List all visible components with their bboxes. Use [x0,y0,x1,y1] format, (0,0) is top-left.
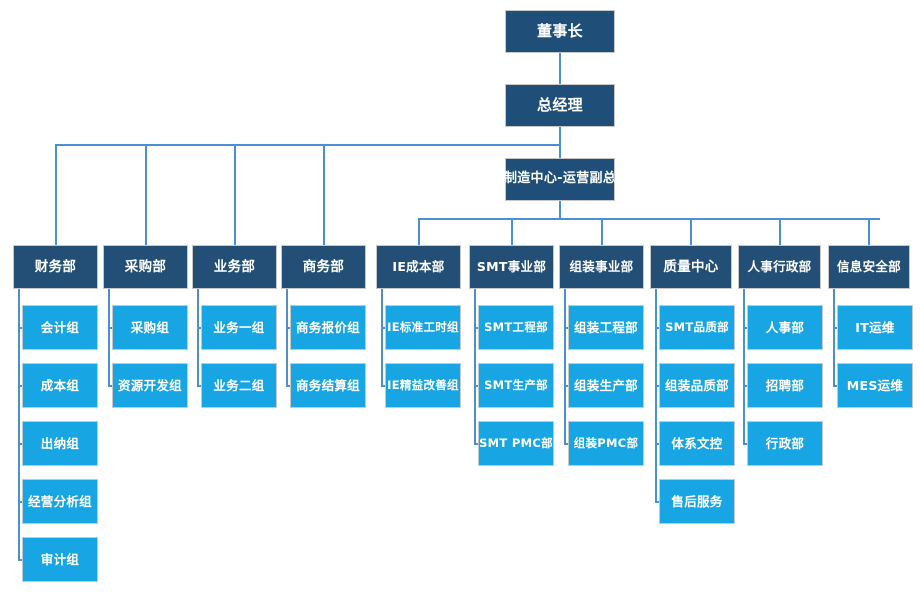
team-node-7-3[interactable]: 售后服务 [659,479,735,524]
connector-dept-drop-6 [600,218,603,245]
team-node-8-0[interactable]: 人事部 [747,305,823,350]
connector-team-stub-1-1 [108,384,112,387]
connector-team-stub-7-0 [655,326,659,329]
department-node-4[interactable]: IE成本部 [376,245,461,289]
connector-dept-drop-8 [778,218,781,245]
connector-team-stub-9-1 [833,384,837,387]
team-node-5-0[interactable]: SMT工程部 [478,305,554,350]
connector-team-spine-5 [474,289,476,444]
connector-team-stub-5-2 [474,442,478,445]
team-node-4-1[interactable]: IE精益改善组 [385,363,461,408]
team-node-6-2[interactable]: 组装PMC部 [568,421,644,466]
connector-mfg-bus [418,218,880,220]
department-node-0[interactable]: 财务部 [13,245,98,289]
executive-node-2[interactable]: 制造中心-运营副总 [504,158,616,201]
connector-dept-drop-9 [868,218,870,245]
connector-chairman-gm [559,53,561,84]
connector-team-stub-2-1 [197,384,201,387]
team-node-7-1[interactable]: 组装品质部 [659,363,735,408]
connector-team-spine-3 [286,289,288,386]
connector-team-stub-6-0 [564,326,568,329]
connector-team-stub-3-1 [286,384,290,387]
connector-team-stub-7-1 [655,384,659,387]
team-node-2-1[interactable]: 业务二组 [201,363,277,408]
connector-dept-drop-4 [417,218,420,245]
connector-team-spine-2 [197,289,199,386]
connector-team-stub-9-0 [833,326,837,329]
team-node-6-0[interactable]: 组装工程部 [568,305,644,350]
team-node-6-1[interactable]: 组装生产部 [568,363,644,408]
connector-team-spine-4 [381,289,383,386]
team-node-5-1[interactable]: SMT生产部 [478,363,554,408]
connector-dept-drop-1 [144,144,147,245]
department-node-6[interactable]: 组装事业部 [559,245,644,289]
connector-dept-drop-7 [690,218,692,245]
executive-node-1[interactable]: 总经理 [505,84,615,127]
connector-dept-drop-0 [54,144,57,245]
department-node-8[interactable]: 人事行政部 [738,245,821,289]
department-node-2[interactable]: 业务部 [192,245,277,289]
connector-team-stub-4-0 [381,326,385,329]
connector-team-stub-8-1 [743,384,747,387]
connector-team-stub-0-4 [18,558,22,561]
connector-bus-mfg [559,144,561,158]
team-node-2-0[interactable]: 业务一组 [201,305,277,350]
connector-team-stub-1-0 [108,326,112,329]
team-node-0-0[interactable]: 会计组 [22,305,98,350]
team-node-8-2[interactable]: 行政部 [747,421,823,466]
team-node-9-0[interactable]: IT运维 [837,305,913,350]
team-node-0-3[interactable]: 经营分析组 [22,479,98,524]
connector-mfg-drop [559,201,561,218]
connector-team-stub-0-0 [18,326,22,329]
team-node-8-1[interactable]: 招聘部 [747,363,823,408]
connector-team-stub-0-1 [18,384,22,387]
connector-team-spine-7 [655,289,657,502]
connector-team-stub-0-3 [18,500,22,503]
connector-admin-bus [55,144,560,146]
connector-team-stub-4-1 [381,384,385,387]
team-node-0-2[interactable]: 出纳组 [22,421,98,466]
connector-team-stub-8-0 [743,326,747,329]
department-node-7[interactable]: 质量中心 [650,245,732,289]
connector-team-stub-0-2 [18,442,22,445]
team-node-0-1[interactable]: 成本组 [22,363,98,408]
connector-dept-drop-3 [322,144,325,245]
connector-team-spine-9 [833,289,835,386]
department-node-3[interactable]: 商务部 [281,245,366,289]
connector-team-stub-5-1 [474,384,478,387]
executive-node-0[interactable]: 董事长 [505,10,615,53]
department-node-5[interactable]: SMT事业部 [469,245,554,289]
connector-dept-drop-5 [510,218,513,245]
connector-gm-bus [559,127,561,144]
team-node-3-0[interactable]: 商务报价组 [290,305,366,350]
connector-team-stub-5-0 [474,326,478,329]
department-node-9[interactable]: 信息安全部 [828,245,910,289]
connector-team-stub-6-2 [564,442,568,445]
team-node-5-2[interactable]: SMT PMC部 [478,421,554,466]
team-node-0-4[interactable]: 审计组 [22,537,98,582]
connector-team-stub-3-0 [286,326,290,329]
connector-team-stub-7-3 [655,500,659,503]
connector-team-stub-6-1 [564,384,568,387]
department-node-1[interactable]: 采购部 [103,245,188,289]
team-node-7-2[interactable]: 体系文控 [659,421,735,466]
connector-team-spine-6 [564,289,566,444]
connector-team-spine-1 [108,289,110,386]
connector-dept-drop-2 [233,144,236,245]
connector-team-spine-0 [18,289,20,560]
team-node-1-0[interactable]: 采购组 [112,305,188,350]
connector-team-stub-7-2 [655,442,659,445]
connector-team-stub-2-0 [197,326,201,329]
team-node-4-0[interactable]: IE标准工时组 [385,305,461,350]
team-node-1-1[interactable]: 资源开发组 [112,363,188,408]
team-node-3-1[interactable]: 商务结算组 [290,363,366,408]
team-node-7-0[interactable]: SMT品质部 [659,305,735,350]
connector-team-stub-8-2 [743,442,747,445]
team-node-9-1[interactable]: MES运维 [837,363,913,408]
connector-team-spine-8 [743,289,745,444]
